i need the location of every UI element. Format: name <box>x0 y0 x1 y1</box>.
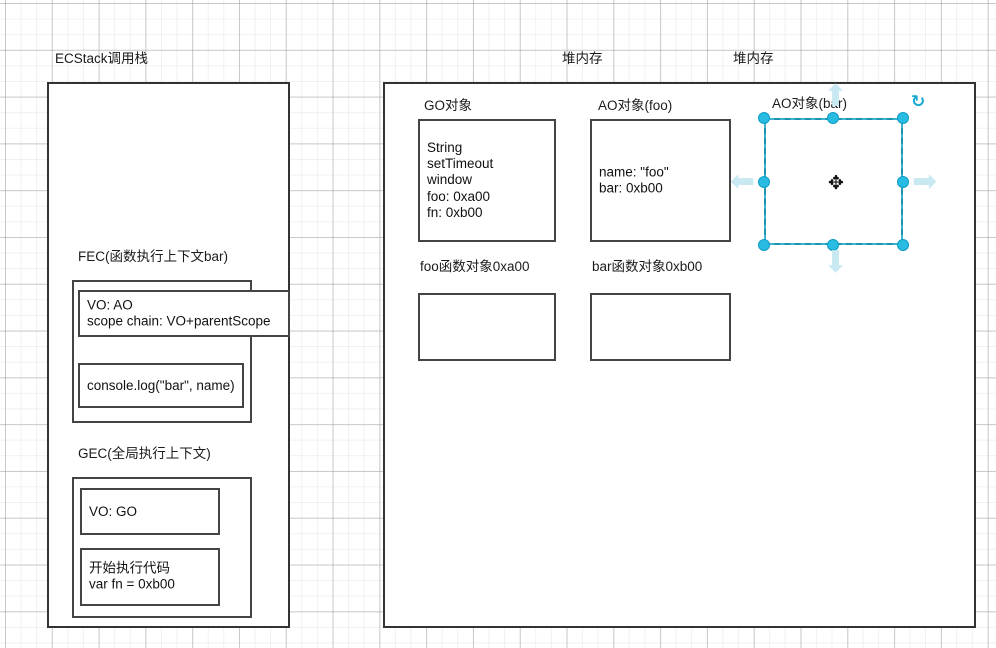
resize-handle-nw[interactable] <box>758 112 770 124</box>
connect-arrow-up[interactable]: ⬆ <box>823 80 849 113</box>
gec-vo-box[interactable]: VO: GO <box>80 488 220 535</box>
foo-fn-object-box[interactable] <box>418 293 556 361</box>
go-object-box[interactable]: String setTimeout window foo: 0xa00 fn: … <box>418 119 556 242</box>
resize-handle-ne[interactable] <box>897 112 909 124</box>
fec-vo-text: VO: AO scope chain: VO+parentScope <box>87 297 271 329</box>
ao-foo-text: name: "foo" bar: 0xb00 <box>599 164 669 196</box>
gec-vo-text: VO: GO <box>89 503 138 519</box>
foo-fn-object-title: foo函数对象0xa00 <box>420 259 530 274</box>
fec-title: FEC(函数执行上下文bar) <box>78 249 229 264</box>
rotate-icon[interactable]: ↻ <box>911 92 926 111</box>
go-object-text: String setTimeout window foo: 0xa00 fn: … <box>427 139 494 221</box>
resize-handle-w[interactable] <box>758 176 770 188</box>
resize-handle-s[interactable] <box>827 239 839 251</box>
gec-title: GEC(全局执行上下文) <box>78 446 211 461</box>
ecstack-label: ECStack调用栈 <box>55 51 149 66</box>
heap-label-right: 堆内存 <box>733 51 774 66</box>
ao-foo-title: AO对象(foo) <box>598 98 673 113</box>
resize-handle-se[interactable] <box>897 239 909 251</box>
fec-vo-box[interactable]: VO: AO scope chain: VO+parentScope <box>78 290 290 337</box>
heap-label-left: 堆内存 <box>562 51 603 66</box>
connect-arrow-left[interactable]: ⬅ <box>730 165 756 198</box>
resize-handle-e[interactable] <box>897 176 909 188</box>
fec-code-box[interactable]: console.log("bar", name) <box>78 363 244 408</box>
gec-code-text: 开始执行代码 var fn = 0xb00 <box>89 560 175 592</box>
connect-arrow-right[interactable]: ➡ <box>912 165 938 198</box>
resize-handle-sw[interactable] <box>758 239 770 251</box>
resize-handle-n[interactable] <box>827 112 839 124</box>
ao-foo-box[interactable]: name: "foo" bar: 0xb00 <box>590 119 731 242</box>
connect-arrow-down[interactable]: ⬇ <box>823 246 849 279</box>
ao-bar-title: AO对象(bar) <box>772 96 848 111</box>
go-object-title: GO对象 <box>424 98 473 113</box>
move-icon[interactable]: ✥ <box>828 173 844 194</box>
gec-code-box[interactable]: 开始执行代码 var fn = 0xb00 <box>80 548 220 606</box>
bar-fn-object-title: bar函数对象0xb00 <box>592 259 703 274</box>
fec-code-text: console.log("bar", name) <box>87 377 235 393</box>
bar-fn-object-box[interactable] <box>590 293 731 361</box>
